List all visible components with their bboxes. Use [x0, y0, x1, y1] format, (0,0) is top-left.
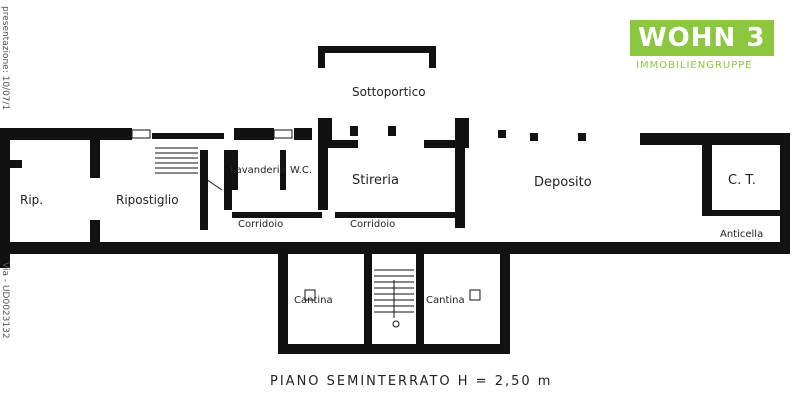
room-label-lavanderia: Lavanderia: [230, 165, 286, 176]
logo-tagline: IMMOBILIENGRUPPE: [636, 60, 753, 71]
room-label-rip: Rip.: [20, 193, 44, 207]
room-label-sottoportico: Sottoportico: [352, 85, 426, 99]
logo-name: WOHN 3: [638, 23, 766, 53]
room-label-anticella: Anticella: [720, 229, 764, 240]
room-label-stireria: Stireria: [352, 173, 399, 188]
room-label-cantina-1: Cantina: [294, 295, 333, 306]
margin-note-bottom: Via - UD0023132: [0, 262, 10, 339]
room-label-ct: C. T.: [728, 173, 756, 188]
room-label-cantina-2: Cantina: [426, 295, 465, 306]
logo-badge: WOHN 3: [630, 20, 774, 56]
room-label-deposito: Deposito: [534, 175, 592, 190]
margin-note-top: presentazione: 10/07/1: [0, 6, 10, 111]
room-label-corridoio-1: Corridoio: [238, 219, 284, 230]
plan-caption: PIANO SEMINTERRATO H = 2,50 m: [270, 374, 553, 389]
room-label-corridoio-2: Corridoio: [350, 219, 396, 230]
room-label-ripostiglio: Ripostiglio: [116, 193, 179, 207]
company-logo: WOHN 3 IMMOBILIENGRUPPE: [630, 20, 790, 76]
room-label-wc: W.C.: [290, 165, 313, 176]
